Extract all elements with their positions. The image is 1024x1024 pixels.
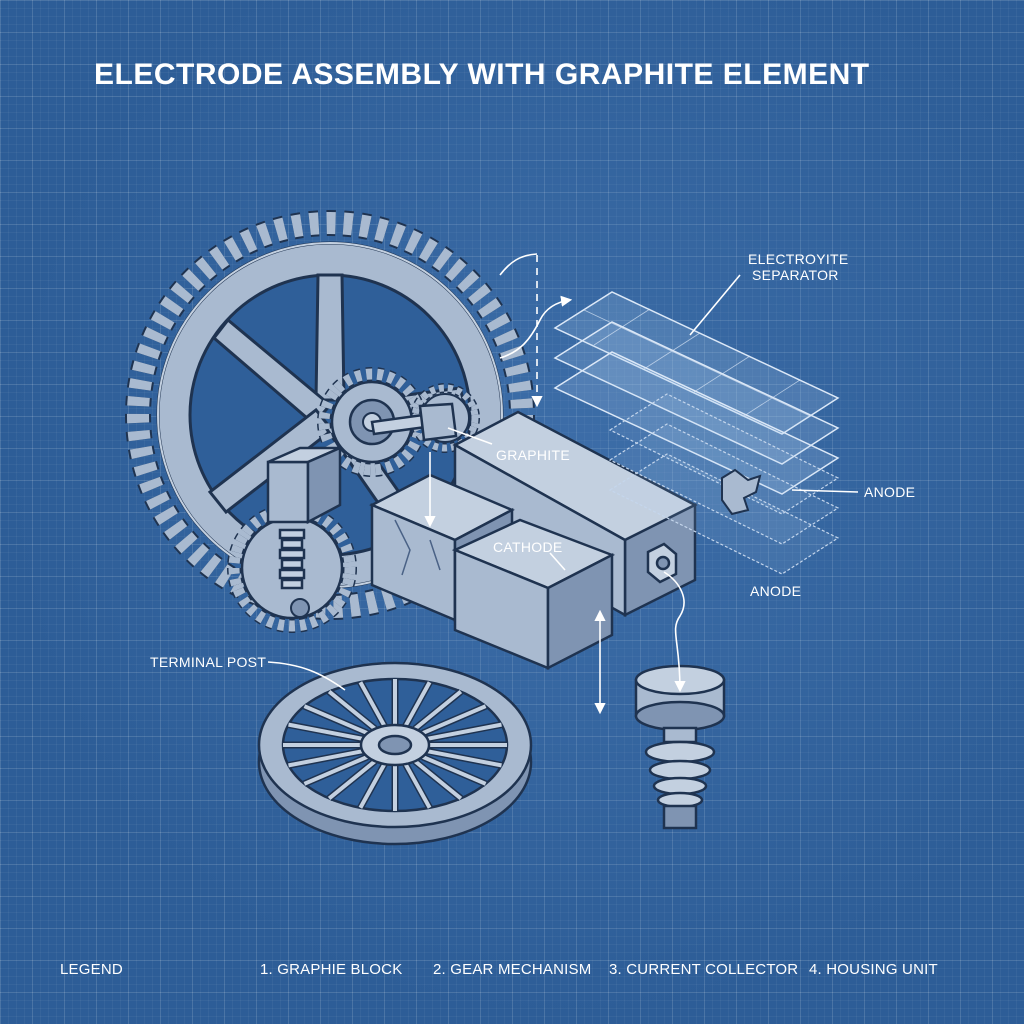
label-anode-right: ANODE bbox=[864, 484, 915, 500]
separator-grid bbox=[583, 308, 811, 417]
legend-item-4: 4. HOUSING UNIT bbox=[809, 961, 938, 978]
label-cathode: CATHODE bbox=[493, 539, 563, 555]
wheel-spoke bbox=[358, 763, 387, 809]
label-separator: SEPARATOR bbox=[752, 267, 839, 283]
linkage-arm bbox=[370, 402, 458, 442]
terminal-nut bbox=[646, 542, 678, 584]
page-title: ELECTRODE ASSEMBLY WITH GRAPHITE ELEMENT bbox=[94, 58, 870, 91]
wheel-spoke bbox=[413, 690, 463, 731]
lower-gear bbox=[227, 446, 357, 633]
wheel-spoke bbox=[327, 759, 377, 800]
wheel-spoke bbox=[303, 704, 369, 736]
wheel-spoke bbox=[288, 722, 364, 741]
label-anode-lower: ANODE bbox=[750, 583, 801, 599]
left-block bbox=[369, 473, 515, 623]
wheel-spoke bbox=[358, 681, 387, 727]
wheel-spoke bbox=[303, 754, 369, 786]
current-collector-screw bbox=[634, 664, 726, 830]
wheel-spoke bbox=[403, 681, 432, 727]
terminal-wheel bbox=[257, 661, 533, 846]
wheel-spoke bbox=[403, 763, 432, 809]
wheel-spoke bbox=[426, 749, 502, 768]
wheel-spoke bbox=[327, 690, 377, 731]
label-graphite: GRAPHITE bbox=[496, 447, 570, 463]
wheel-spoke bbox=[288, 749, 364, 768]
wheel-spoke bbox=[421, 754, 487, 786]
label-electrolyte: ELECTROYITE bbox=[748, 251, 849, 267]
wheel-spoke bbox=[413, 759, 463, 800]
anode-clip bbox=[721, 468, 762, 516]
legend-item-2: 2. GEAR MECHANISM bbox=[433, 961, 592, 978]
legend-item-1: 1. GRAPHIE BLOCK bbox=[260, 961, 403, 978]
legend-heading: LEGEND bbox=[60, 961, 123, 978]
wheel-spoke bbox=[421, 704, 487, 736]
legend-item-3: 3. CURRENT COLLECTOR bbox=[609, 961, 799, 978]
label-terminal-post: TERMINAL POST bbox=[150, 654, 266, 670]
leader-lines bbox=[267, 253, 859, 715]
wheel-spoke bbox=[426, 722, 502, 741]
